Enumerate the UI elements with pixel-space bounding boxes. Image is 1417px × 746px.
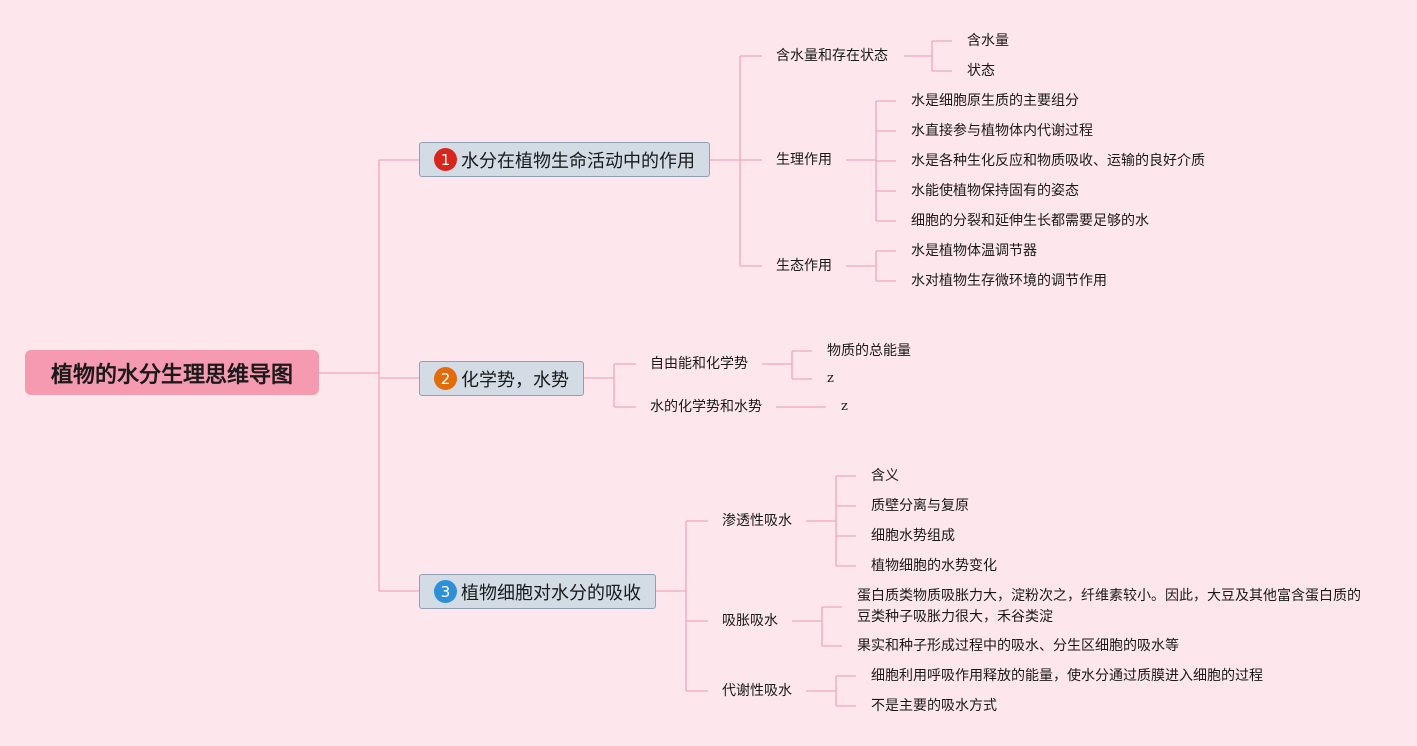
number-1-badge-icon: 1 bbox=[434, 148, 457, 171]
subtopic-physiological-role[interactable]: 生理作用 bbox=[776, 152, 832, 168]
leaf-water-content[interactable]: 含水量 bbox=[967, 33, 1009, 49]
subtopic-imbibition[interactable]: 吸胀吸水 bbox=[722, 613, 778, 629]
number-3-badge-icon: 3 bbox=[434, 580, 457, 603]
leaf-osmotic-4[interactable]: 植物细胞的水势变化 bbox=[871, 558, 997, 574]
leaf-z-1[interactable]: z bbox=[827, 371, 834, 386]
subtopic-water-content[interactable]: 含水量和存在状态 bbox=[776, 48, 888, 64]
leaf-eco-1[interactable]: 水是植物体温调节器 bbox=[911, 243, 1037, 259]
leaf-total-energy[interactable]: 物质的总能量 bbox=[827, 343, 911, 359]
leaf-osmotic-2[interactable]: 质壁分离与复原 bbox=[871, 498, 969, 514]
main-topic-1-label: 水分在植物生命活动中的作用 bbox=[461, 150, 695, 172]
subtopic-water-potential[interactable]: 水的化学势和水势 bbox=[650, 399, 762, 415]
leaf-eco-2[interactable]: 水对植物生存微环境的调节作用 bbox=[911, 273, 1107, 289]
main-topic-2-label: 化学势，水势 bbox=[461, 369, 569, 391]
leaf-physio-1[interactable]: 水是细胞原生质的主要组分 bbox=[911, 93, 1079, 109]
leaf-state[interactable]: 状态 bbox=[967, 63, 995, 79]
main-topic-1[interactable]: 1 水分在植物生命活动中的作用 bbox=[419, 142, 710, 177]
leaf-metabolic-2[interactable]: 不是主要的吸水方式 bbox=[871, 698, 997, 714]
leaf-physio-5[interactable]: 细胞的分裂和延伸生长都需要足够的水 bbox=[911, 213, 1149, 229]
leaf-physio-4[interactable]: 水能使植物保持固有的姿态 bbox=[911, 183, 1079, 199]
central-topic[interactable]: 植物的水分生理思维导图 bbox=[25, 350, 319, 395]
main-topic-3-label: 植物细胞对水分的吸收 bbox=[461, 582, 641, 604]
main-topic-2[interactable]: 2 化学势，水势 bbox=[419, 361, 584, 396]
main-topic-3[interactable]: 3 植物细胞对水分的吸收 bbox=[419, 574, 656, 609]
number-2-badge-icon: 2 bbox=[434, 367, 457, 390]
leaf-osmotic-1[interactable]: 含义 bbox=[871, 468, 899, 484]
leaf-physio-2[interactable]: 水直接参与植物体内代谢过程 bbox=[911, 123, 1093, 139]
subtopic-osmotic-absorption[interactable]: 渗透性吸水 bbox=[722, 513, 792, 529]
subtopic-metabolic-absorption[interactable]: 代谢性吸水 bbox=[722, 683, 792, 699]
leaf-imbibition-1[interactable]: 蛋白质类物质吸胀力大，淀粉次之，纤维素较小。因此，大豆及其他富含蛋白质的豆类种子… bbox=[857, 588, 1361, 625]
leaf-metabolic-1[interactable]: 细胞利用呼吸作用释放的能量，使水分通过质膜进入细胞的过程 bbox=[871, 668, 1263, 684]
leaf-z-2[interactable]: z bbox=[841, 399, 848, 414]
leaf-imbibition-2[interactable]: 果实和种子形成过程中的吸水、分生区细胞的吸水等 bbox=[857, 638, 1179, 654]
leaf-osmotic-3[interactable]: 细胞水势组成 bbox=[871, 528, 955, 544]
leaf-physio-3[interactable]: 水是各种生化反应和物质吸收、运输的良好介质 bbox=[911, 153, 1205, 169]
subtopic-ecological-role[interactable]: 生态作用 bbox=[776, 258, 832, 274]
subtopic-free-energy[interactable]: 自由能和化学势 bbox=[650, 356, 748, 372]
